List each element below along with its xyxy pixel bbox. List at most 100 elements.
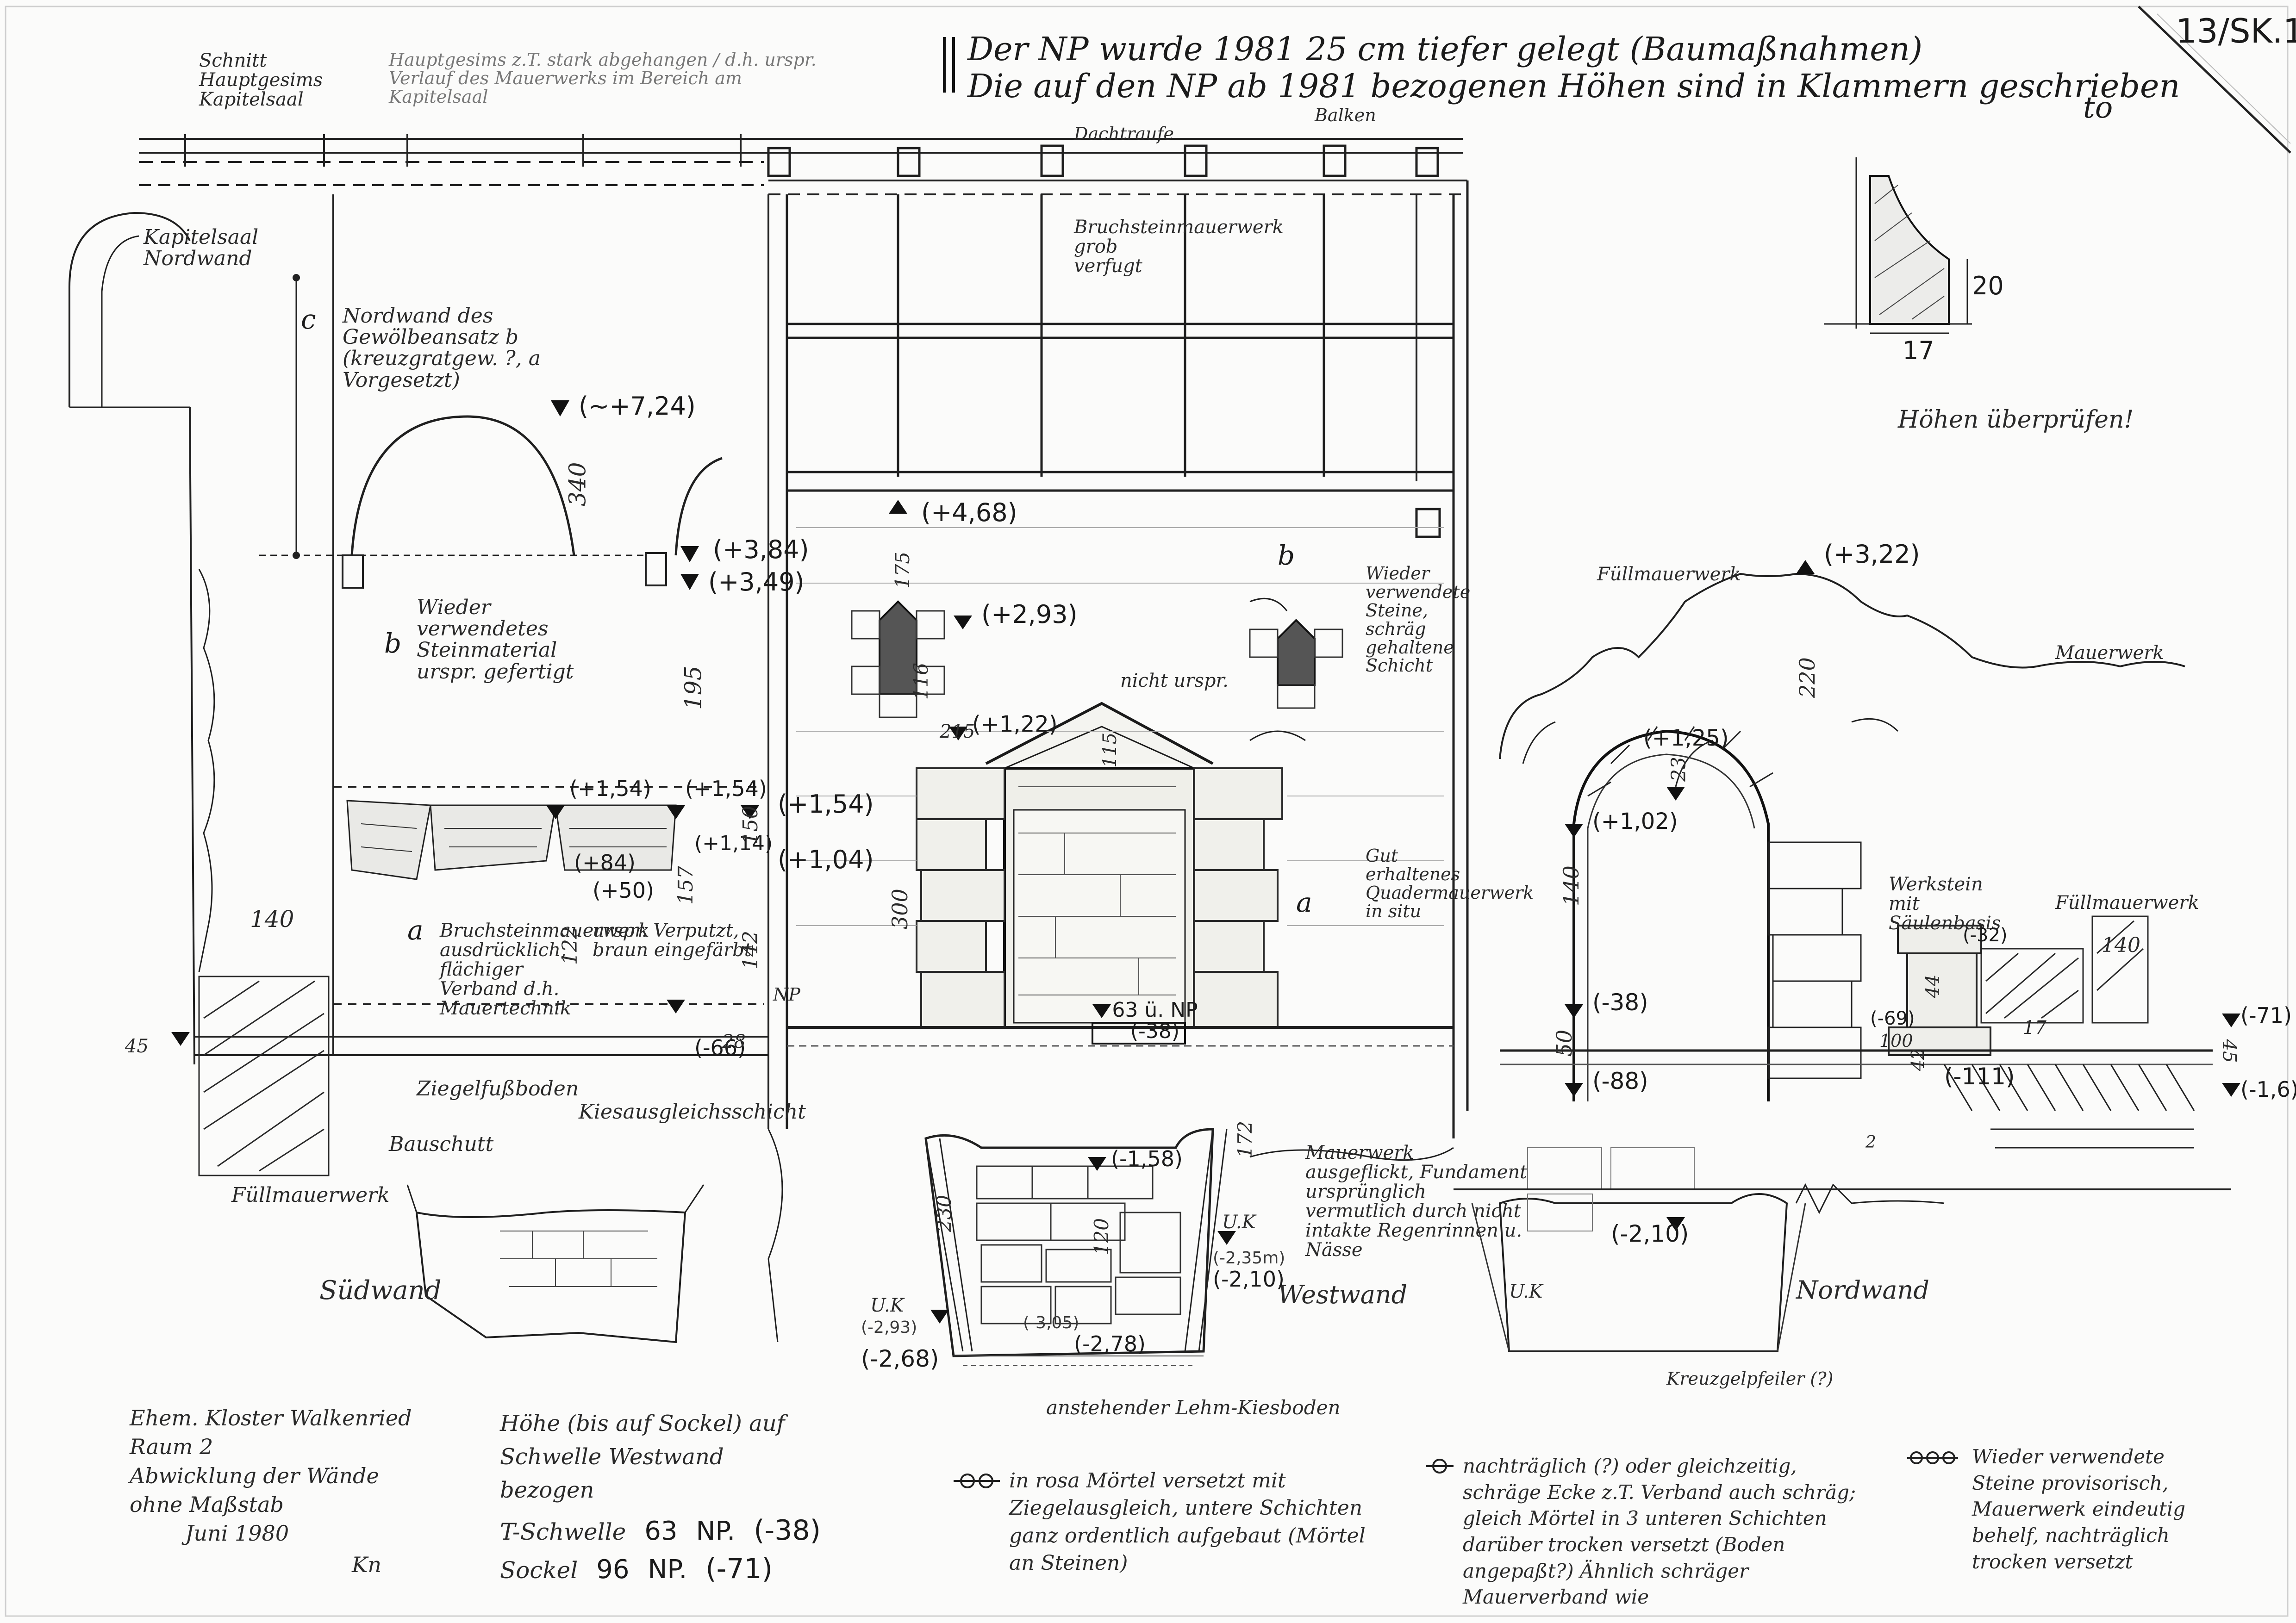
row2-val: 96 — [596, 1555, 630, 1585]
south-letter-a: a — [407, 914, 424, 946]
south-wall-title: Südwand — [319, 1275, 442, 1306]
legend-heights: Höhe (bis auf Sockel) auf Schwelle Westw… — [500, 1407, 824, 1584]
north-level-6: (-32) — [1963, 925, 2008, 946]
north-level-3: (+1,02) — [1592, 808, 1678, 834]
west-dim-2: 116 — [910, 662, 933, 700]
row1-unit: NP. — [696, 1516, 736, 1546]
west-label-nicht-urspr: nicht urspr. — [1120, 670, 1229, 691]
west-label-bruchstein: Bruchsteinmauerwerk grob verfugt — [1074, 217, 1284, 277]
south-note-8: Füllmauerwerk — [231, 1183, 390, 1207]
legend-symbol-1: in rosa Mörtel versetzt mit Ziegelausgle… — [1009, 1469, 1366, 1575]
legend-heights-row-2: Sockel 96 NP. (-71) — [500, 1555, 824, 1584]
row2-paren: (-71) — [705, 1553, 773, 1585]
west-label-np: NP — [773, 984, 800, 1005]
south-note-5: Ziegelfußboden — [417, 1077, 579, 1101]
profile-dim-width: 17 — [1903, 336, 1934, 365]
south-level-2: (+3,84) — [713, 535, 809, 564]
profile-note: Höhen überprüfen! — [1898, 406, 2134, 434]
north-dim-1: 220 — [1794, 657, 1820, 698]
south-level-7: (+1,14) — [694, 832, 773, 855]
south-dim-1: 340 — [564, 462, 591, 506]
west-label-dachtraufe: Dachtraufe — [1074, 124, 1174, 144]
legend-symbol-3: Wieder verwendete Steine provisorisch, M… — [1972, 1445, 2186, 1573]
north-note-4: Füllmauerwerk — [2055, 892, 2199, 914]
west-dim-8: 115 — [1099, 732, 1121, 768]
south-dim-2: 195 — [680, 665, 707, 710]
west-letter-a: a — [1296, 887, 1312, 918]
legend-heights-row-1: T-Schwelle 63 NP. (-38) — [500, 1516, 824, 1545]
north-level-7: (-69) — [1870, 1008, 1915, 1029]
north-level-11: (-2,10) — [1611, 1220, 1689, 1247]
south-level-5: (+1,54) — [685, 776, 767, 801]
south-note-2: Wieder verwendetes Steinmaterial urspr. … — [417, 596, 574, 684]
north-level-1: (+3,22) — [1824, 540, 1920, 569]
west-level-5: (-1,58) — [1111, 1146, 1183, 1171]
west-note-4: anstehender Lehm-Kiesboden — [1046, 1396, 1341, 1419]
header-line-1: Der NP wurde 1981 25 cm tiefer gelegt (B… — [967, 30, 1923, 68]
west-level-6: (-2,10) — [1213, 1267, 1285, 1292]
north-level-10: (-1,6) — [2240, 1077, 2296, 1102]
north-dim-8: 100 — [1879, 1031, 1913, 1051]
south-letter-c: c — [301, 304, 316, 335]
west-level-1: (+4,68) — [921, 498, 1017, 527]
south-dim-3: 140 — [250, 906, 294, 933]
south-note-1: Nordwand des Gewölbeansatz b (kreuzgratg… — [343, 304, 541, 392]
north-dim-7: 17 — [2023, 1017, 2046, 1038]
south-level-1: (~+7,24) — [579, 392, 696, 421]
header-line-2: Die auf den NP ab 1981 bezogenen Höhen s… — [967, 67, 2180, 105]
north-dim-11: 2 — [1866, 1133, 1876, 1152]
gesims-note: Hauptgesims z.T. stark abgehangen / d.h.… — [389, 50, 817, 107]
south-level-4: (+1,54) — [569, 776, 651, 801]
profile-dim-height: 20 — [1972, 271, 2004, 300]
west-dim-4: 300 — [887, 889, 912, 930]
north-dim-4: 50 — [1552, 1029, 1577, 1057]
west-dim-3: 215 — [940, 721, 975, 742]
north-note-3: Werkstein mit Säulenbasis — [1889, 874, 2001, 934]
south-note-3: Bruchsteinmauerwerk ausdrücklich, flächi… — [440, 920, 649, 1019]
west-dim-7: 120 — [1090, 1218, 1113, 1256]
west-letter-b: b — [1278, 540, 1295, 571]
north-note-1: Füllmauerwerk — [1597, 564, 1741, 585]
west-dim-6: 230 — [933, 1194, 956, 1232]
west-uk-2: U.K — [1222, 1212, 1256, 1233]
south-level-11: (-66) — [694, 1035, 746, 1060]
west-level-7: (-2,78) — [1074, 1331, 1146, 1356]
north-dim-6: 44 — [1922, 974, 1944, 998]
north-dim-3: 140 — [1558, 865, 1584, 907]
west-uk-3: U.K — [1509, 1281, 1543, 1302]
north-level-9: (-71) — [2240, 1003, 2292, 1028]
west-level-2: (+2,93) — [981, 600, 1078, 629]
west-level-10: (-3,05) — [1023, 1313, 1079, 1332]
south-note-4: urspr. Verputzt, braun eingefärbt — [593, 920, 752, 961]
legend-left-line-3: Abwicklung der Wände — [130, 1463, 379, 1488]
north-dim-9: 42 — [1908, 1048, 1928, 1071]
west-note-3: Mauerwerk ausgeflickt, Fundament ursprün… — [1305, 1142, 1528, 1261]
schnitt-label: Schnitt Hauptgesims Kapitelsaal — [199, 50, 323, 110]
north-note-2: Mauerwerk — [2055, 642, 2164, 664]
west-note-2: Gut erhaltenes Quadermauerwerk in situ — [1366, 846, 1534, 921]
legend-heights-title: Höhe (bis auf Sockel) auf Schwelle Westw… — [500, 1411, 785, 1503]
legend-left-line-1: Ehem. Kloster Walkenried — [130, 1405, 412, 1430]
north-level-5: (-88) — [1592, 1068, 1648, 1094]
north-wall-title: Nordwand — [1796, 1275, 1929, 1305]
legend-left-line-5: Juni 1980 — [185, 1521, 289, 1546]
west-level-9: (-2,93) — [861, 1318, 917, 1337]
row1-val: 63 — [644, 1516, 678, 1546]
header-initials: to — [2083, 91, 2113, 125]
row1-paren: (-38) — [754, 1514, 821, 1547]
west-note-1: Wieder verwendete Steine, schräg gehalte… — [1366, 563, 1471, 676]
west-label-balken: Balken — [1315, 105, 1376, 125]
legend-left-line-4: ohne Maßstab — [130, 1492, 284, 1517]
north-level-2: (+1,25) — [1643, 725, 1729, 751]
south-note-6: Bauschutt — [389, 1132, 494, 1156]
south-dim-9: 28 — [722, 1031, 746, 1052]
west-dim-1: 175 — [891, 551, 914, 589]
west-level-8: (-2,68) — [861, 1345, 939, 1372]
west-dim-5: 172 — [1234, 1120, 1257, 1158]
north-level-4: (-38) — [1592, 989, 1648, 1016]
legend-left: Ehem. Kloster Walkenried Raum 2 Abwicklu… — [130, 1407, 454, 1576]
south-note-7: Kiesausgleichsschicht — [579, 1100, 806, 1124]
north-dim-10: 45 — [2218, 1039, 2240, 1063]
